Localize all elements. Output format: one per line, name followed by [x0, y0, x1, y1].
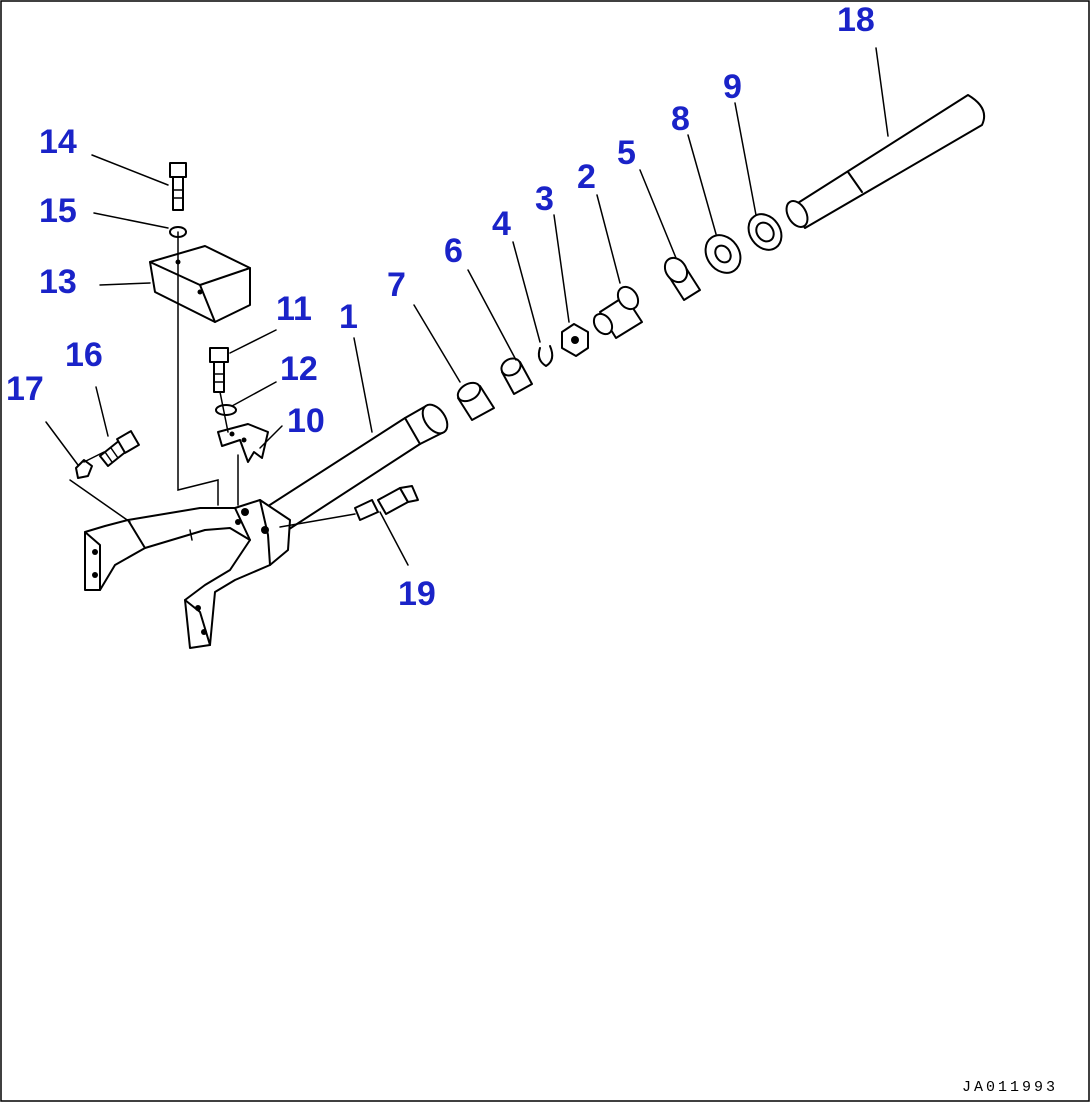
- part-2-pin: [592, 285, 643, 339]
- callout-4: 4: [492, 205, 511, 243]
- assembly-lines: [69, 231, 356, 528]
- part-9-bearing: [747, 213, 783, 251]
- callout-16: 16: [65, 336, 103, 374]
- callout-14: 14: [39, 123, 77, 161]
- part-7-bushing: [456, 381, 495, 421]
- callout-2: 2: [577, 158, 596, 196]
- callout-6: 6: [444, 232, 463, 270]
- part-5-collar: [663, 256, 701, 301]
- callout-11: 11: [276, 290, 312, 328]
- callout-3: 3: [535, 180, 554, 218]
- callout-15: 15: [39, 192, 77, 230]
- part-12-washer: [215, 404, 237, 416]
- part-16-bolt: [99, 430, 140, 467]
- drawing-code: JA011993: [962, 1079, 1058, 1096]
- callout-12: 12: [280, 350, 318, 388]
- bracket: [84, 499, 291, 649]
- part-3-nut: [561, 323, 589, 357]
- part-19-sensor: [354, 485, 419, 521]
- callout-17: 17: [6, 370, 44, 408]
- callout-13: 13: [39, 263, 77, 301]
- callout-8: 8: [671, 100, 690, 138]
- part-4-clip: [537, 345, 554, 367]
- part-17-clip: [75, 459, 93, 479]
- callout-19: 19: [398, 575, 436, 613]
- callouts: 18 9 8 5 2 3 4 6 7 1 11 12 10 14 15 13 1…: [6, 1, 875, 613]
- part-14-bolt: [169, 162, 187, 211]
- callout-5: 5: [617, 134, 636, 172]
- part-6-bushing: [500, 357, 533, 395]
- part-1-tube: [261, 403, 449, 536]
- callout-7: 7: [387, 266, 406, 304]
- part-13-cover: [149, 245, 251, 323]
- part-10-plate: [217, 423, 269, 463]
- part-8-bearing: [704, 234, 742, 274]
- callout-18: 18: [837, 1, 875, 39]
- callout-9: 9: [723, 68, 742, 106]
- part-11-bolt: [209, 347, 229, 393]
- callout-10: 10: [287, 402, 325, 440]
- part-18-shaft: [785, 94, 986, 229]
- leader-lines: [45, 47, 889, 566]
- callout-1: 1: [339, 298, 358, 336]
